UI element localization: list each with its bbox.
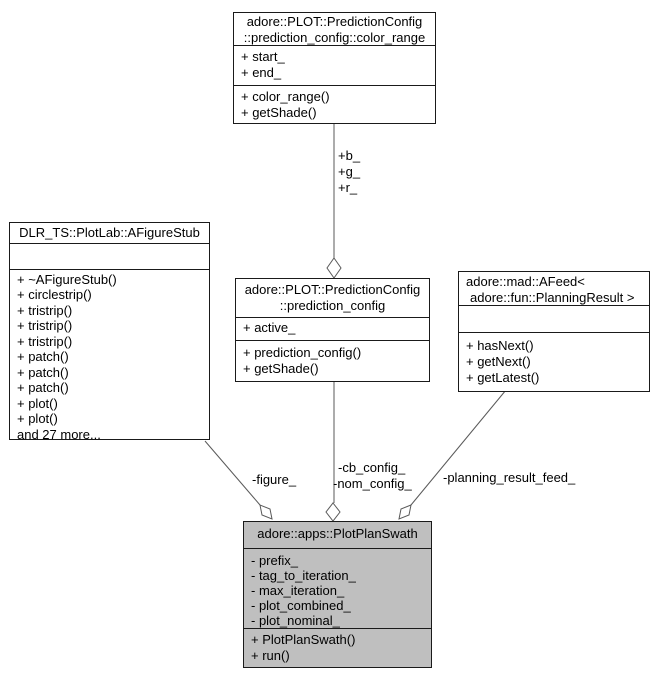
method-line: + patch() — [17, 349, 69, 365]
edge-label-bgr: +b_ +g_ +r_ — [338, 148, 360, 196]
attribute-line: - prefix_ — [251, 552, 298, 568]
method-line: + hasNext() — [466, 337, 534, 353]
attributes-section: + active_ — [236, 317, 429, 340]
method-line: + plot() — [17, 395, 58, 411]
edge-afeed-plotplanswath — [410, 389, 507, 506]
aggregation-diamond-icon — [326, 257, 342, 279]
method-line: + ~AFigureStub() — [17, 271, 117, 287]
attributes-section: - prefix_ - tag_to_iteration_ - max_iter… — [244, 547, 431, 628]
method-line: + circlestrip() — [17, 287, 92, 303]
edge-label-line: +r_ — [338, 180, 358, 195]
attribute-line: + end_ — [241, 65, 282, 81]
class-title-line: DLR_TS::PlotLab::AFigureStub — [19, 225, 200, 240]
method-line: + tristrip() — [17, 318, 73, 334]
class-title-line: adore::fun::PlanningResult > — [470, 290, 635, 305]
attribute-line: + active_ — [243, 320, 296, 336]
edge-label-line: +b_ — [338, 148, 361, 163]
edge-label-planning-result-feed: -planning_result_feed_ — [443, 470, 576, 485]
method-line: + prediction_config() — [243, 344, 362, 360]
class-title-line: adore::mad::AFeed< — [466, 274, 585, 289]
method-line: and 27 more... — [17, 426, 101, 439]
class-title: adore::PLOT::PredictionConfig ::predicti… — [234, 13, 435, 45]
attributes-section: + start_ + end_ — [234, 45, 435, 84]
method-line: + patch() — [17, 364, 69, 380]
class-title: adore::apps::PlotPlanSwath — [244, 522, 431, 548]
method-line: + getNext() — [466, 353, 531, 369]
class-title-line: ::prediction_config::color_range — [243, 30, 426, 45]
attribute-line: - max_iteration_ — [251, 582, 345, 598]
edge-label-cb-nom-config: -cb_config_ -nom_config_ — [333, 460, 412, 492]
methods-section: + PlotPlanSwath() + run() — [244, 627, 431, 667]
edge-label-figure: -figure_ — [252, 472, 297, 487]
edge-label-line: -cb_config_ — [338, 460, 406, 475]
method-line: + plot() — [17, 411, 58, 427]
method-line: + tristrip() — [17, 302, 73, 318]
class-box-afigurestub[interactable]: DLR_TS::PlotLab::AFigureStub + ~AFigureS… — [9, 222, 210, 440]
methods-section: + ~AFigureStub() + circlestrip() + trist… — [10, 268, 209, 439]
aggregation-diamond-icon — [259, 504, 273, 520]
methods-section: + color_range() + getShade() — [234, 84, 435, 123]
class-title-line: adore::PLOT::PredictionConfig — [246, 14, 423, 29]
aggregation-diamond-icon — [398, 504, 412, 520]
method-line: + color_range() — [241, 88, 330, 104]
edge-label-line: +g_ — [338, 164, 361, 179]
class-title: DLR_TS::PlotLab::AFigureStub — [10, 223, 209, 243]
class-box-prediction-config[interactable]: adore::PLOT::PredictionConfig ::predicti… — [235, 278, 430, 382]
method-line: + run() — [251, 647, 290, 663]
aggregation-diamond-icon — [325, 502, 341, 522]
class-title: adore::PLOT::PredictionConfig ::predicti… — [236, 279, 429, 317]
method-line: + getShade() — [243, 360, 319, 376]
class-title-line: ::prediction_config — [279, 298, 386, 313]
class-box-afeed[interactable]: adore::mad::AFeed< adore::fun::PlanningR… — [458, 271, 650, 392]
class-box-color-range[interactable]: adore::PLOT::PredictionConfig ::predicti… — [233, 12, 436, 124]
method-line: + patch() — [17, 380, 69, 396]
attributes-section-empty — [459, 305, 649, 332]
class-box-plotplanswath: adore::apps::PlotPlanSwath - prefix_ - t… — [243, 521, 432, 668]
method-line: + getLatest() — [466, 369, 540, 385]
attribute-line: - plot_combined_ — [251, 597, 351, 613]
methods-section: + prediction_config() + getShade() — [236, 339, 429, 381]
attribute-line: + start_ — [241, 49, 285, 65]
attribute-line: - tag_to_iteration_ — [251, 567, 356, 583]
class-title-line: adore::PLOT::PredictionConfig — [244, 282, 421, 297]
method-line: + tristrip() — [17, 333, 73, 349]
methods-section: + hasNext() + getNext() + getLatest() — [459, 331, 649, 391]
attributes-section-empty — [10, 242, 209, 269]
class-title: adore::mad::AFeed< adore::fun::PlanningR… — [459, 272, 649, 305]
method-line: + PlotPlanSwath() — [251, 631, 356, 647]
class-title-line: adore::apps::PlotPlanSwath — [257, 526, 418, 541]
method-line: + getShade() — [241, 104, 317, 120]
attribute-line: - plot_nominal_ — [251, 612, 340, 628]
edge-label-line: -nom_config_ — [333, 476, 412, 491]
